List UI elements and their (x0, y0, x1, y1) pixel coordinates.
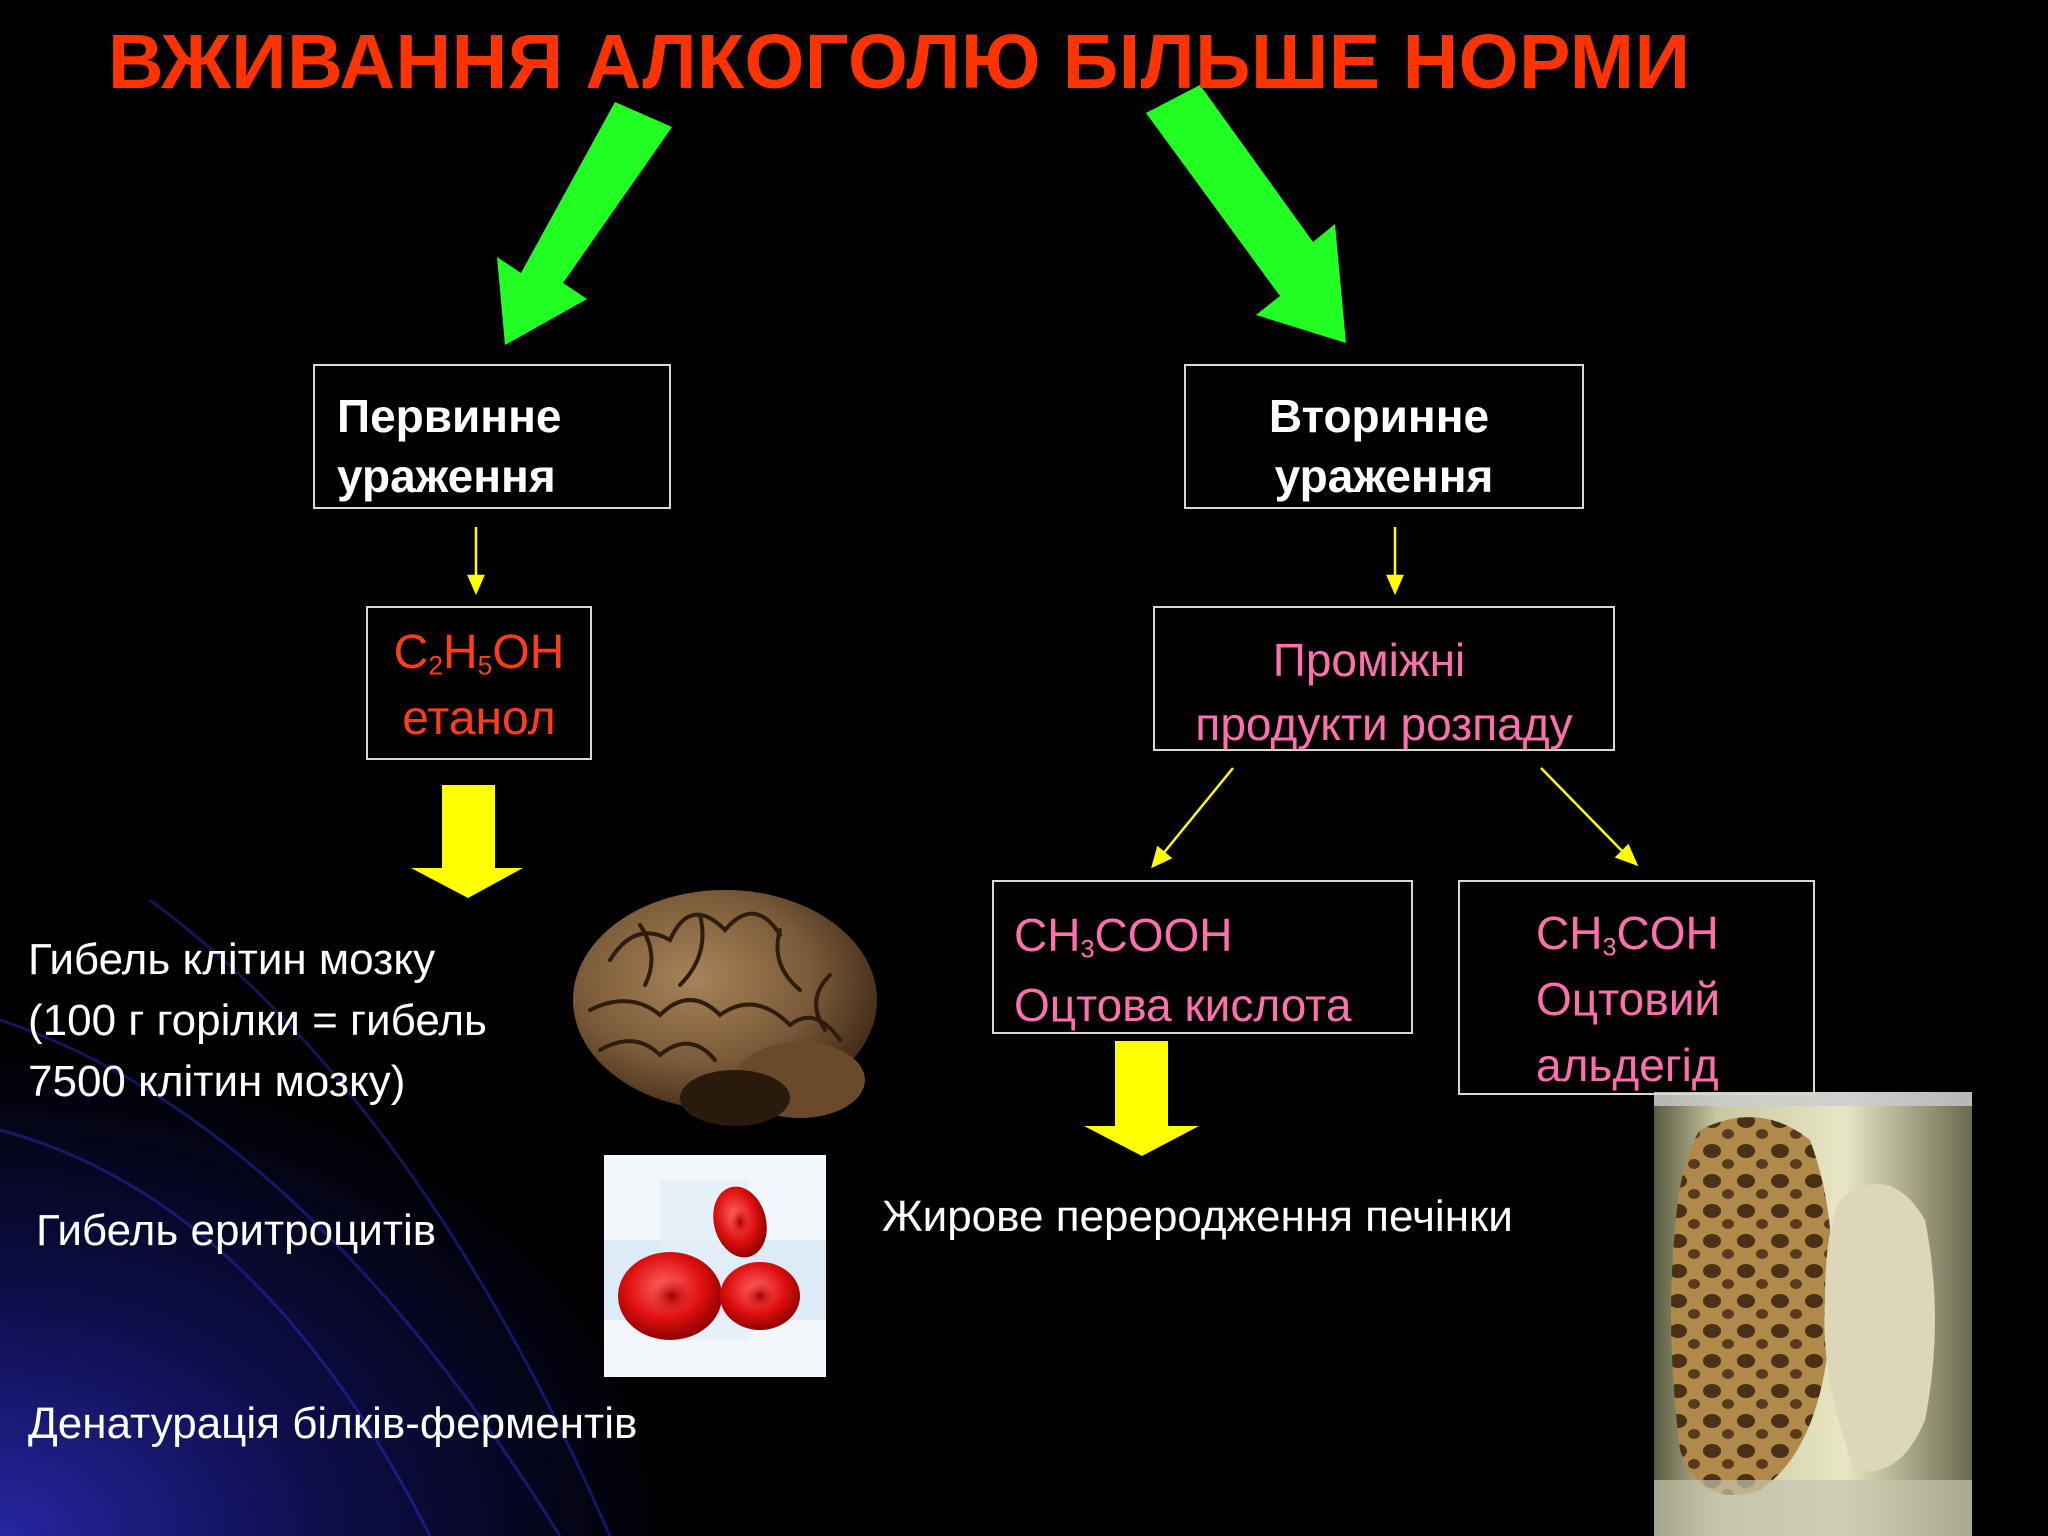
brain-cell-death-line2: (100 г горілки = гибель (28, 996, 487, 1045)
acetaldehyde-formula: CH3COH (1536, 900, 1813, 966)
yellow-block-arrow-right-icon (1084, 1041, 1199, 1156)
acetic-acid-formula-cooh: COOH (1094, 909, 1233, 961)
acetic-acid-box: CH3COOH Оцтова кислота (992, 880, 1413, 1034)
ethanol-formula-h-sub: 5 (477, 650, 493, 681)
intermediate-products-box: Проміжні продукти розпаду (1153, 606, 1615, 751)
decorative-arcs (0, 898, 612, 1536)
acetaldehyde-name-line1: Оцтовий (1536, 973, 1721, 1025)
intermediate-line2: продукти розпаду (1195, 698, 1573, 750)
ethanol-formula-h: H (443, 626, 478, 679)
primary-damage-box: Первинне ураження (313, 364, 671, 509)
acetaldehyde-formula-ch: CH (1536, 907, 1603, 959)
ethanol-formula: C2H5OH (368, 620, 590, 686)
acetaldehyde-name-line2: альдегід (1536, 1039, 1719, 1091)
acetic-acid-formula: CH3COOH (1014, 900, 1411, 970)
ethanol-formula-c: C (393, 626, 429, 679)
protein-denaturation-text: Денатурація білків-ферментів (28, 1399, 638, 1448)
primary-damage-line2: ураження (337, 450, 556, 502)
liver-jar-image (1654, 1092, 1972, 1536)
green-arrow-left-icon (497, 102, 672, 345)
yellow-block-arrow-left-icon (411, 785, 523, 898)
acetic-acid-formula-ch: CH (1014, 909, 1081, 961)
brain-cell-death-text: Гибель клітин мозку (100 г горілки = гиб… (28, 929, 487, 1112)
erythrocyte-death-text: Гибель еритроцитів (36, 1206, 437, 1255)
primary-damage-line1: Первинне (337, 390, 562, 442)
acetaldehyde-formula-coh: COH (1616, 907, 1719, 959)
page-title: ВЖИВАННЯ АЛКОГОЛЮ БІЛЬШЕ НОРМИ (108, 19, 1691, 105)
acetaldehyde-box: CH3COH Оцтовий альдегід (1458, 880, 1815, 1095)
ethanol-name: етанол (402, 692, 556, 745)
red-blood-cells-image (604, 1155, 826, 1377)
secondary-damage-line2: ураження (1274, 450, 1494, 502)
green-arrow-right-icon (1146, 85, 1346, 343)
ethanol-box: C2H5OH етанол (366, 606, 592, 760)
brain-cell-death-line1: Гибель клітин мозку (28, 935, 436, 984)
ethanol-formula-oh: OH (492, 626, 565, 679)
secondary-damage-box: Вторинне ураження (1184, 364, 1584, 509)
acetaldehyde-formula-sub: 3 (1602, 933, 1617, 962)
fatty-liver-text: Жирове переродження печінки (882, 1192, 1513, 1241)
acetic-acid-name: Оцтова кислота (1014, 979, 1352, 1031)
thin-yellow-arrows (467, 527, 1639, 869)
secondary-damage-line1: Вторинне (1268, 390, 1490, 442)
brain-cell-death-line3: 7500 клітин мозку) (28, 1057, 406, 1106)
brain-image (573, 890, 877, 1126)
intermediate-line1: Проміжні (1272, 634, 1466, 686)
ethanol-formula-c-sub: 2 (428, 650, 443, 681)
acetic-acid-formula-sub: 3 (1080, 935, 1095, 964)
